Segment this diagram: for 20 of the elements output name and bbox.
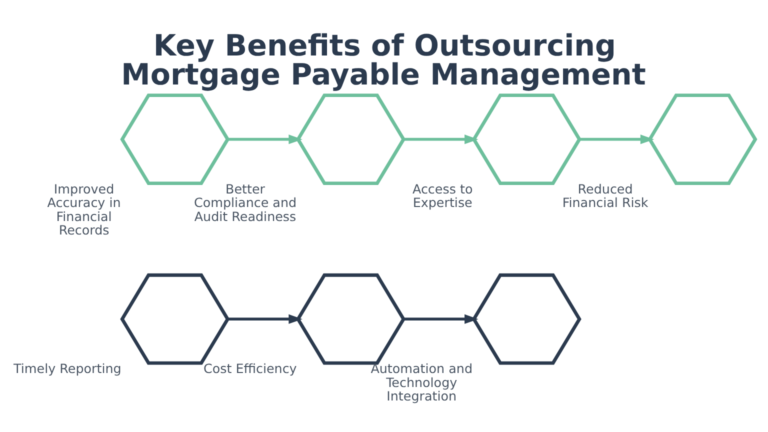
node-label: Improved Accuracy in Financial Records: [47, 180, 121, 237]
diagram-title: Key Benefits of Outsourcing Mortgage Payable Management: [121, 28, 646, 92]
node-hexagon: [648, 93, 758, 184]
node-label: Access to Expertise: [412, 180, 473, 210]
node-hexagon: [120, 93, 230, 184]
node-hexagon: [472, 272, 582, 364]
node-label: Timely Reporting: [14, 360, 122, 376]
node-label: Reduced Financial Risk: [562, 180, 648, 210]
node-label: Automation and Technology Integration: [370, 360, 473, 404]
node-label: Cost Efficiency: [203, 360, 297, 376]
arrow: [404, 314, 478, 324]
arrow: [228, 314, 302, 324]
arrow: [228, 134, 302, 144]
node-hexagon: [296, 272, 406, 364]
arrow: [404, 134, 478, 144]
node-hexagon: [472, 93, 582, 184]
node-label: Better Compliance and Audit Readiness: [194, 180, 297, 224]
arrow: [580, 134, 654, 144]
node-hexagon: [120, 272, 230, 364]
node-hexagon: [296, 93, 406, 184]
